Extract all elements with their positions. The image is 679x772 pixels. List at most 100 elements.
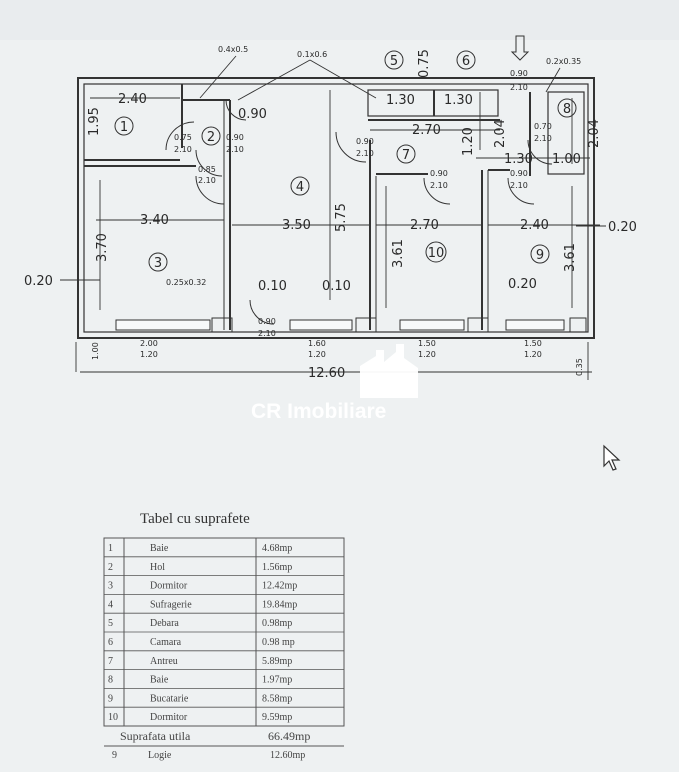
- dim-350: 3.50: [282, 218, 311, 233]
- table-row-area: 1.97mp: [262, 675, 292, 686]
- window-4-height: 1.20: [524, 350, 542, 359]
- table-row-number: 2: [108, 562, 113, 573]
- table-row-area: 8.58mp: [262, 693, 292, 704]
- dim-270-b: 2.70: [410, 218, 439, 233]
- table-row-area: 1.56mp: [262, 562, 292, 573]
- building-icon: [360, 344, 418, 398]
- door-6-width: 0.90: [510, 169, 528, 178]
- table-row-number: 5: [108, 618, 113, 629]
- table-row-area: 4.68mp: [262, 543, 292, 554]
- label-075: 0.75: [417, 49, 432, 78]
- table-row-number: 9: [108, 693, 113, 704]
- dim-361-a: 3.61: [391, 239, 406, 268]
- table-row-number: 8: [108, 675, 113, 686]
- label-entry-210: 2.10: [510, 83, 528, 92]
- extra-row-name: Logie: [148, 750, 172, 761]
- window-3-width: 1.50: [418, 339, 436, 348]
- dim-010-b: 0.10: [322, 279, 351, 294]
- duct-025-label: 0.25x0.32: [166, 278, 206, 287]
- dim-1260: 12.60: [308, 366, 345, 381]
- label-duct-2: 0.1x0.6: [297, 50, 327, 59]
- extra-row-number: 9: [112, 750, 117, 761]
- room-markers: [114, 50, 577, 272]
- table-row-name: Debara: [150, 618, 179, 629]
- window-2-height: 1.20: [308, 350, 326, 359]
- table-row-name: Dormitor: [150, 581, 188, 592]
- door-5-width: 0.90: [430, 169, 448, 178]
- table-row-number: 1: [108, 543, 113, 554]
- window-1-width: 2.00: [140, 339, 158, 348]
- dim-090: 0.90: [238, 107, 267, 122]
- mouse-cursor-icon: [603, 444, 621, 471]
- table-row-number: 6: [108, 637, 113, 648]
- label-duct-3: 0.2x0.35: [546, 57, 581, 66]
- door-1-width: 0.75: [174, 133, 192, 142]
- table-row-name: Dormitor: [150, 712, 188, 723]
- total-value: 66.49mp: [268, 729, 310, 743]
- door-5-height: 2.10: [430, 181, 448, 190]
- table-row-area: 12.42mp: [262, 581, 297, 592]
- dim-120: 1.20: [461, 127, 476, 156]
- dim-240: 2.40: [118, 92, 147, 107]
- dim-270-a: 2.70: [412, 123, 441, 138]
- dim-130-b: 1.30: [444, 93, 473, 108]
- door-swings: [165, 99, 553, 325]
- dim-020-left: 0.20: [24, 274, 53, 289]
- label-duct-1: 0.4x0.5: [218, 45, 248, 54]
- window-4-width: 1.50: [524, 339, 542, 348]
- door-3-width: 0.85: [198, 165, 216, 174]
- door-3-height: 2.10: [198, 176, 216, 185]
- table-row-name: Baie: [150, 543, 169, 554]
- dim-020-c: 0.20: [508, 277, 537, 292]
- dim-020-right: 0.20: [608, 220, 637, 235]
- walls: [77, 77, 595, 339]
- door-7-width: 0.70: [534, 122, 552, 131]
- room-number-5: 5: [390, 54, 398, 69]
- table-row-name: Bucatarie: [150, 693, 189, 704]
- door-4-height: 2.10: [356, 149, 374, 158]
- table-row-area: 0.98mp: [262, 618, 292, 629]
- dim-195: 1.95: [87, 107, 102, 136]
- dimension-lines: [60, 90, 606, 380]
- table-row-number: 7: [108, 656, 113, 667]
- room-number-4: 4: [296, 180, 304, 195]
- room-number-2: 2: [207, 130, 215, 145]
- window-labels: 2.00 1.20 1.60 1.20 1.50 1.20 1.50 1.20: [140, 339, 542, 359]
- total-label: Suprafata utila: [120, 729, 191, 743]
- window-2-width: 1.60: [308, 339, 326, 348]
- paper-shadow: [0, 0, 679, 40]
- dim-340: 3.40: [140, 213, 169, 228]
- window-3-height: 1.20: [418, 350, 436, 359]
- door-6-height: 2.10: [510, 181, 528, 190]
- label-entry-090: 0.90: [510, 69, 528, 78]
- table-row-area: 9.59mp: [262, 712, 292, 723]
- dim-361-b: 3.61: [563, 243, 578, 272]
- extra-row-area: 12.60mp: [270, 750, 305, 761]
- room-number-6: 6: [462, 54, 470, 69]
- room-number-1: 1: [120, 120, 128, 135]
- dim-204-a: 2.04: [493, 119, 508, 148]
- watermark-text: CR Imobiliare: [251, 400, 386, 423]
- window-1-height: 1.20: [140, 350, 158, 359]
- watermark-logo: CR Imobiliare: [251, 344, 418, 423]
- table-row-name: Camara: [150, 637, 182, 648]
- table-row-area: 19.84mp: [262, 599, 297, 610]
- room-number-7: 7: [402, 148, 410, 163]
- dim-035: 0.35: [575, 358, 584, 376]
- table-row-name: Sufragerie: [150, 599, 192, 610]
- door-2-width: 0.90: [226, 133, 244, 142]
- door-7-height: 2.10: [534, 134, 552, 143]
- table-row-name: Hol: [150, 562, 165, 573]
- room-number-3: 3: [154, 256, 162, 271]
- door-2-height: 2.10: [226, 145, 244, 154]
- table-row-name: Baie: [150, 675, 169, 686]
- table-title: Tabel cu suprafete: [140, 511, 250, 527]
- door-8-height: 2.10: [258, 329, 276, 338]
- table-row-name: Antreu: [150, 656, 178, 667]
- room-number-9: 9: [536, 248, 544, 263]
- dim-100-b: 1.00: [91, 342, 100, 360]
- table-row-area: 5.89mp: [262, 656, 292, 667]
